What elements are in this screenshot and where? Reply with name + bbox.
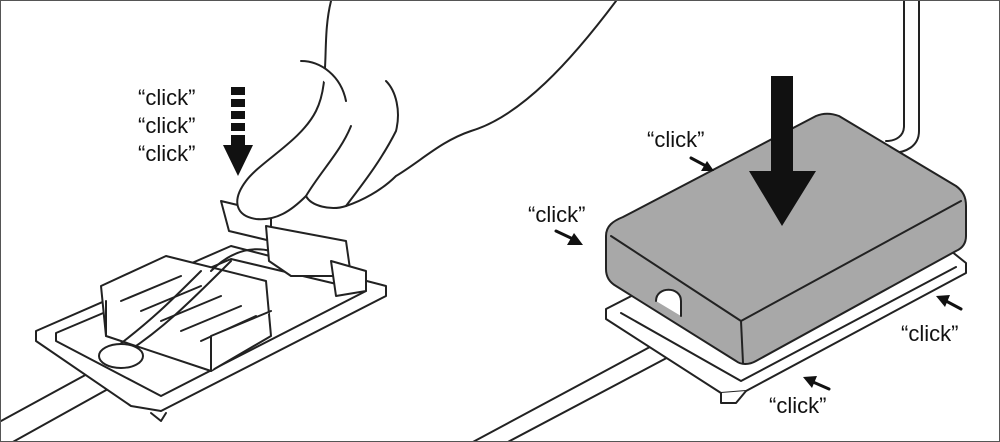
- big-down-arrow: [749, 76, 816, 226]
- click-label-left-1: “click”: [138, 85, 196, 110]
- arrow-top: [689, 156, 714, 171]
- wall-cable: [885, 1, 920, 154]
- click-label-top: “click”: [647, 127, 705, 152]
- right-cable: [472, 340, 677, 441]
- click-label-left: “click”: [528, 202, 586, 227]
- click-label-bottom: “click”: [769, 393, 827, 418]
- cover-box: [605, 112, 967, 365]
- wires: [98, 248, 272, 369]
- arrow-left: [554, 229, 583, 245]
- arrow-bottom: [803, 376, 831, 391]
- left-clip: [220, 200, 367, 297]
- wago-connectors: [100, 255, 272, 372]
- click-label-left-2: “click”: [138, 113, 196, 138]
- arrow-right: [936, 295, 963, 311]
- hand: [236, 1, 617, 221]
- click-label-right: “click”: [901, 321, 959, 346]
- click-label-left-3: “click”: [138, 141, 196, 166]
- dashed-down-arrow: [223, 87, 253, 176]
